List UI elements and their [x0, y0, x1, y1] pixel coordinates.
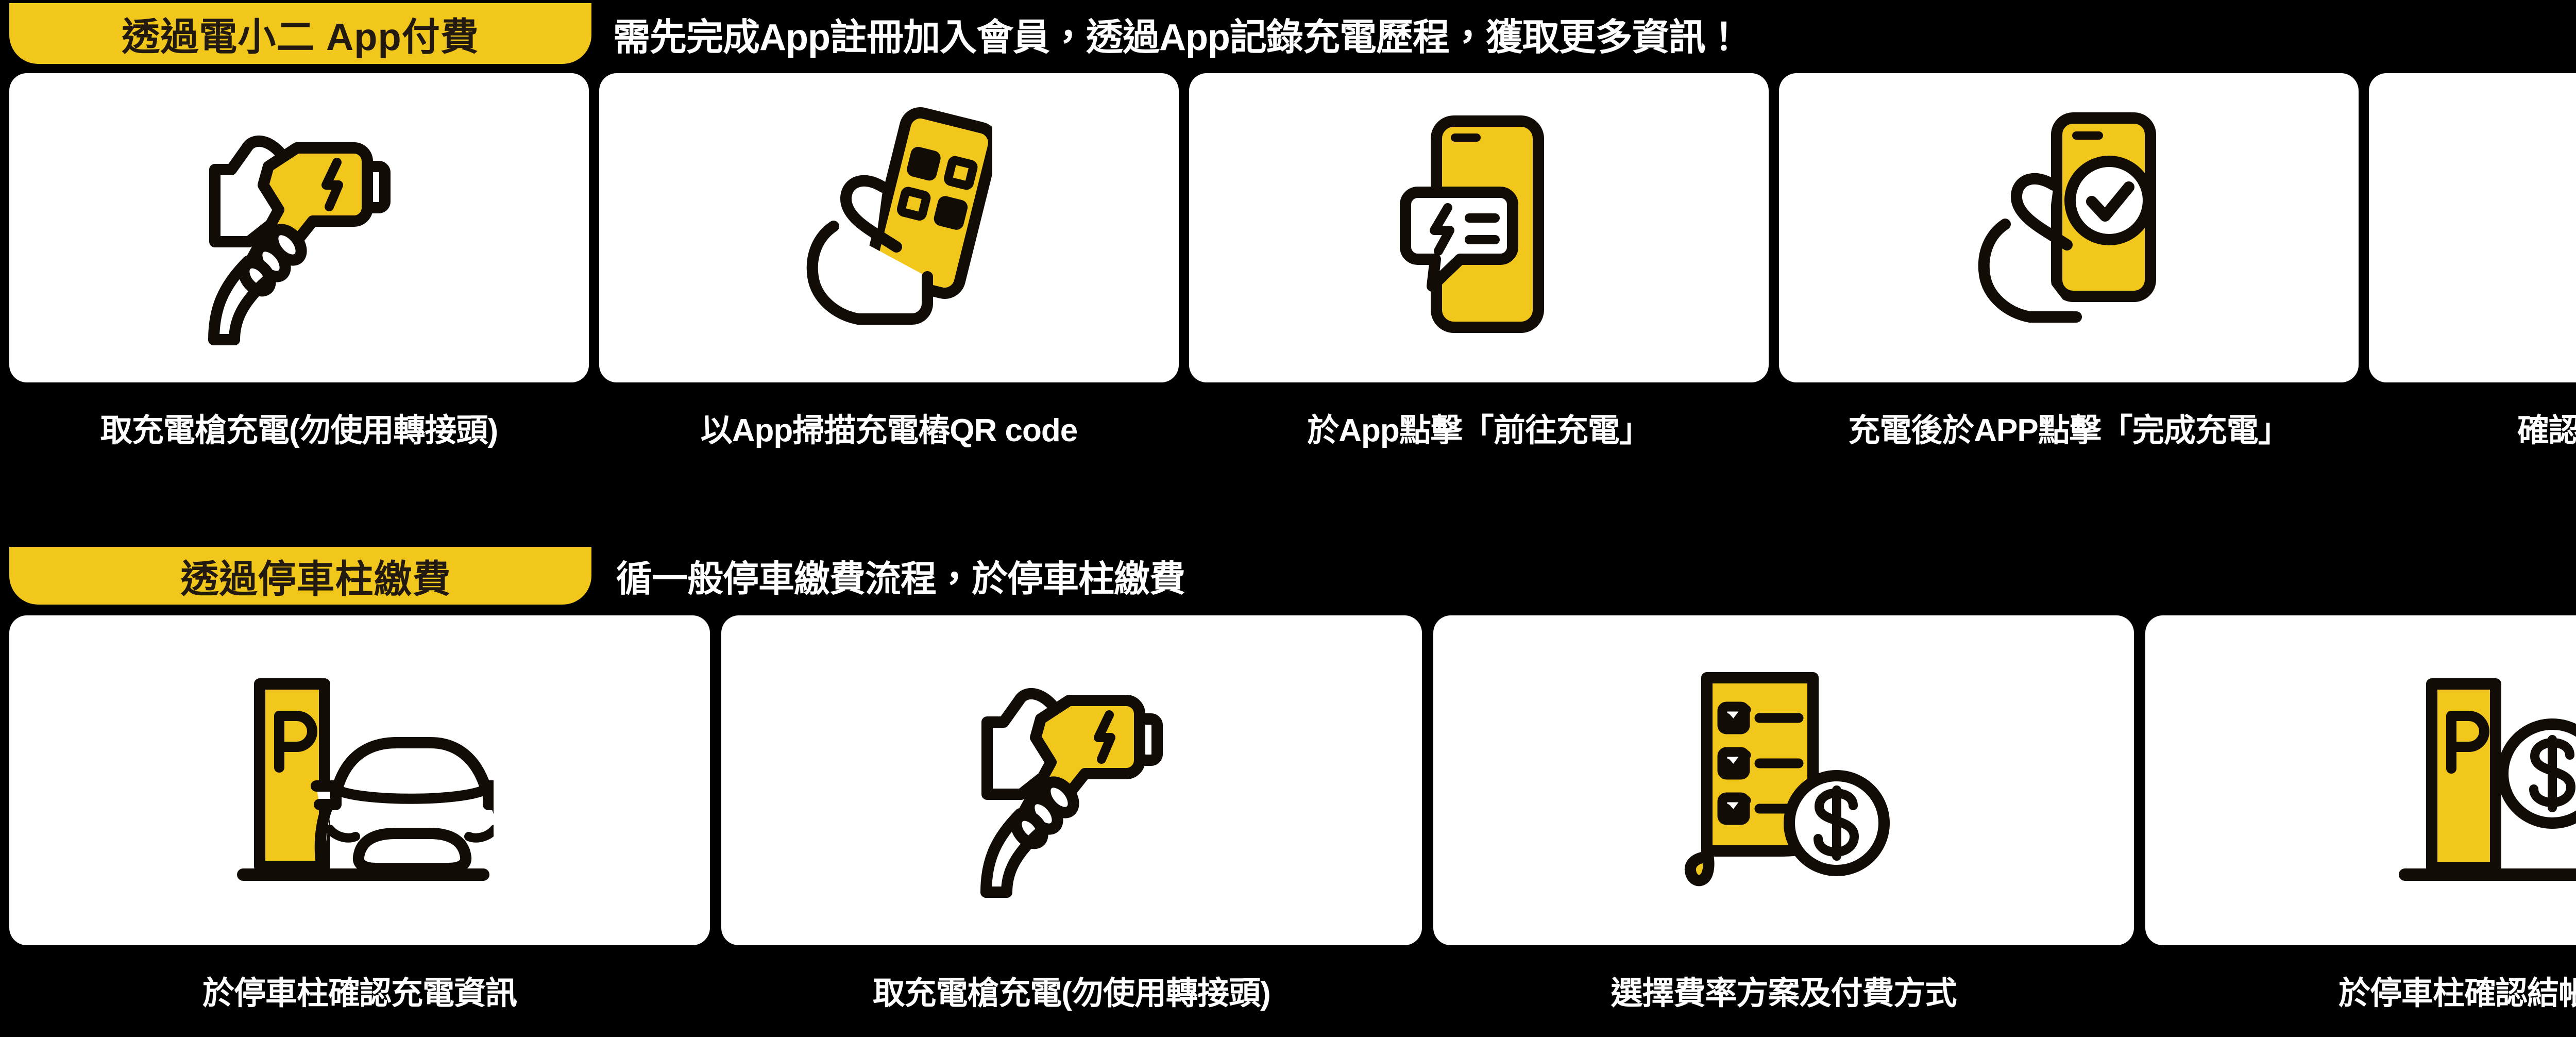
step-captions-row-2: 於停車柱確認充電資訊 取充電槍充電(勿使用轉接頭) 選擇費率方案及付費方式 於停… [9, 945, 2576, 1013]
checklist-dollar-icon [1685, 672, 1890, 887]
section-description-2: 循一般停車繳費流程，於停車柱繳費 [616, 558, 1185, 599]
step-card-1-2[interactable] [599, 73, 1179, 382]
step-cards-row-2 [9, 615, 2576, 945]
step-caption-1-2: 以App掃描充電樁QR code [700, 413, 1078, 448]
step-card-2-2[interactable] [721, 615, 1422, 945]
step-card-1-4[interactable] [1779, 73, 2359, 382]
step-captions-row-1: 取充電槍充電(勿使用轉接頭) 以App掃描充電樁QR code 於App點擊「前… [9, 382, 2576, 450]
step-card-2-3[interactable] [1433, 615, 2134, 945]
phone-qr-scan-in-hand-icon [806, 107, 992, 325]
step-card-1-3[interactable] [1189, 73, 1769, 382]
step-cards-row-1 [9, 73, 2576, 382]
step-caption-1-3: 於App點擊「前往充電」 [1307, 413, 1651, 448]
section-badge-2-label: 透過停車柱繳費 [180, 557, 451, 600]
section-badge-2: 透過停車柱繳費 [9, 547, 591, 605]
phone-check-in-hand-icon [1978, 112, 2156, 323]
step-caption-1-1: 取充電槍充電(勿使用轉接頭) [100, 413, 498, 448]
section-badge-1-label: 透過電小二 App付費 [122, 15, 479, 58]
step-caption-1-4: 充電後於APP點擊「完成充電」 [1848, 413, 2290, 448]
step-caption-2-2: 取充電槍充電(勿使用轉接頭) [873, 976, 1270, 1011]
parking-meter-car-icon [237, 678, 494, 881]
phone-chat-bolt-icon [1399, 115, 1544, 333]
step-caption-1-5: 確認付款資訊後完成 [2517, 413, 2576, 448]
step-caption-2-4: 於停車柱確認結帳資訊 [2338, 976, 2576, 1011]
step-card-1-5[interactable] [2369, 73, 2576, 382]
parking-meter-dollar-icon [2399, 678, 2576, 881]
step-caption-2-3: 選擇費率方案及付費方式 [1611, 976, 1957, 1011]
section-header-1: 透過電小二 App付費 需先完成App註冊加入會員，透過App記錄充電歷程，獲取… [9, 0, 2576, 67]
section-description-1: 需先完成App註冊加入會員，透過App記錄充電歷程，獲取更多資訊！ [613, 16, 1742, 58]
section-badge-1: 透過電小二 App付費 [9, 3, 591, 64]
charging-gun-in-hand-icon [980, 688, 1163, 898]
charging-gun-in-hand-icon [208, 135, 391, 345]
section-header-2: 透過停車柱繳費 循一般停車繳費流程，於停車柱繳費 [9, 542, 2576, 609]
section-app-payment: 透過電小二 App付費 需先完成App註冊加入會員，透過App記錄充電歷程，獲取… [9, 0, 2576, 450]
step-card-2-1[interactable] [9, 615, 710, 945]
step-card-2-4[interactable] [2145, 615, 2576, 945]
step-card-1-1[interactable] [9, 73, 589, 382]
phone-dollar-icon [2566, 107, 2576, 349]
step-caption-2-1: 於停車柱確認充電資訊 [202, 976, 517, 1011]
section-parking-meter-payment: 透過停車柱繳費 循一般停車繳費流程，於停車柱繳費 [9, 542, 2576, 1013]
